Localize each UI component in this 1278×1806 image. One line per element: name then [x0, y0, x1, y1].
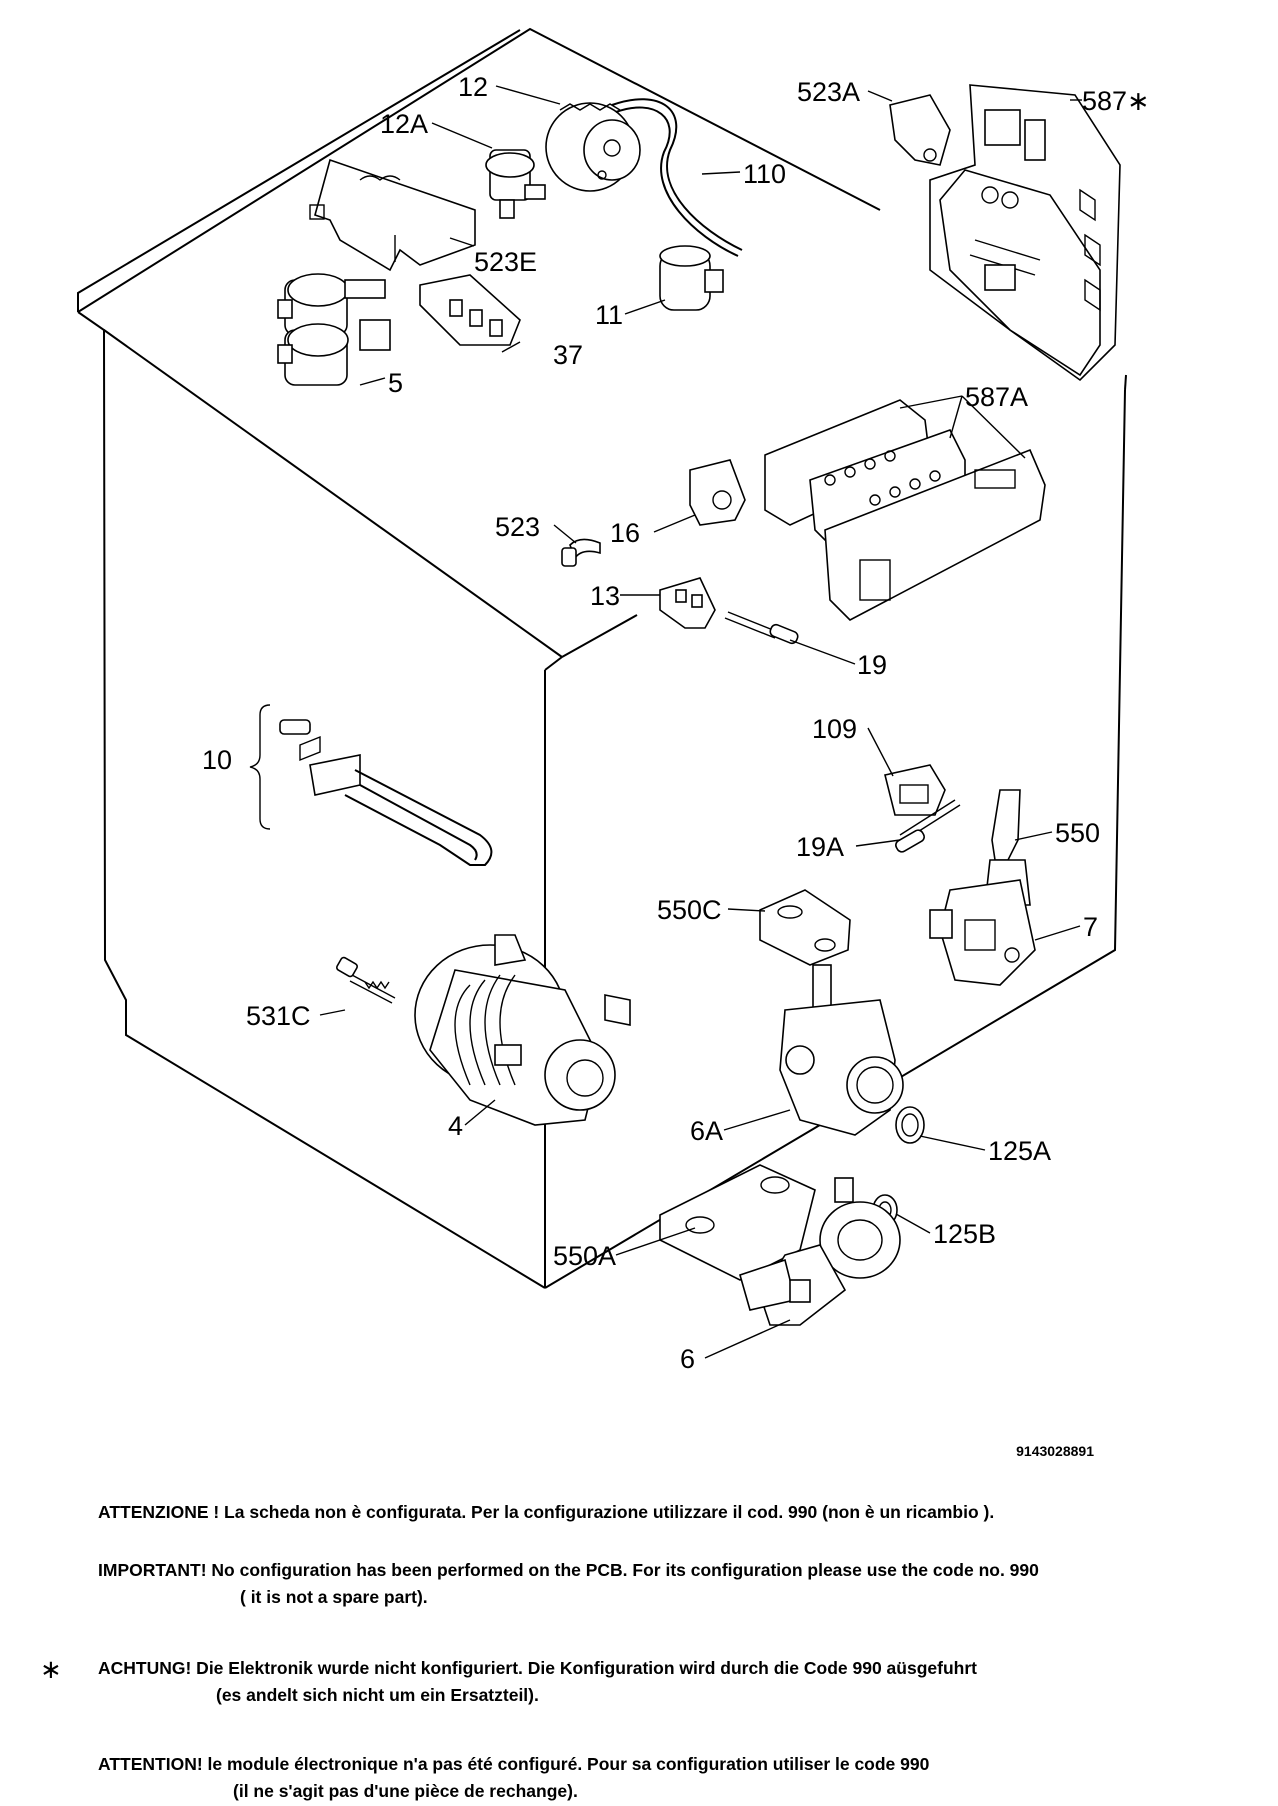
label-125a: 125A: [988, 1136, 1051, 1166]
connector-13: [659, 577, 716, 629]
bolt-531c: [336, 956, 396, 1004]
label-109: 109: [812, 714, 857, 744]
label-12: 12: [458, 72, 488, 102]
note-german-line-2: (es andelt sich nicht um ein Ersatzteil)…: [216, 1685, 539, 1705]
ntc-sensor-19: [724, 611, 799, 645]
note-french: ATTENTION! le module électronique n'a pa…: [98, 1754, 929, 1802]
label-7: 7: [1083, 912, 1098, 942]
note-german: ACHTUNG! Die Elektronik wurde nicht konf…: [98, 1658, 977, 1706]
pressure-sensor-12a: [485, 149, 546, 219]
exploded-parts-diagram: 12 12A 110 523E 11 37 5 523A 587∗ 587A 5…: [77, 27, 1150, 1459]
note-french-line-1: ATTENTION! le module électronique n'a pa…: [98, 1754, 930, 1774]
label-4: 4: [448, 1111, 463, 1141]
gasket-125a: [895, 1106, 925, 1144]
connector-523a: [889, 94, 951, 166]
capacitor-11: [659, 245, 724, 311]
label-11: 11: [595, 300, 623, 330]
note-italian-line: ATTENZIONE ! La scheda non è configurata…: [98, 1502, 995, 1522]
label-523: 523: [495, 512, 540, 542]
label-13: 13: [590, 581, 620, 611]
label-12a: 12A: [380, 109, 428, 139]
label-550a: 550A: [553, 1241, 616, 1271]
cover-550c: [759, 889, 851, 966]
bracket-523e: [309, 158, 476, 272]
label-550c: 550C: [657, 895, 722, 925]
sensor-523: [561, 538, 601, 567]
control-boards-587a: [764, 399, 1046, 621]
heating-element-10: [249, 704, 493, 866]
pressure-switch-12: [545, 102, 641, 192]
water-valve-5: [277, 273, 391, 386]
note-german-line-1: ACHTUNG! Die Elektronik wurde nicht konf…: [98, 1658, 977, 1678]
label-523a: 523A: [797, 77, 860, 107]
note-english-line-2: ( it is not a spare part).: [240, 1587, 428, 1607]
leader-lines: [319, 85, 1082, 1359]
label-19a: 19A: [796, 832, 844, 862]
note-italian: ATTENZIONE ! La scheda non è configurata…: [98, 1502, 994, 1523]
note-english-line-1: IMPORTANT! No configuration has been per…: [98, 1560, 1039, 1580]
hose-110: [611, 98, 743, 257]
label-125b: 125B: [933, 1219, 996, 1249]
drain-pump-6: [739, 1177, 901, 1326]
pump-housing-6a: [779, 964, 904, 1136]
label-6: 6: [680, 1344, 695, 1374]
label-587a: 587A: [965, 382, 1028, 412]
door-lock-7: [929, 879, 1036, 986]
note-english: IMPORTANT! No configuration has been per…: [98, 1560, 1039, 1608]
switch-16: [689, 459, 746, 526]
main-board-587: [929, 84, 1121, 382]
motor-4: [414, 934, 631, 1126]
label-19: 19: [857, 650, 887, 680]
label-16: 16: [610, 518, 640, 548]
drawing-code: 9143028891: [1016, 1443, 1094, 1459]
label-10: 10: [202, 745, 232, 775]
note-french-line-2: (il ne s'agit pas d'une pièce de rechang…: [233, 1781, 578, 1801]
label-587-star: 587∗: [1082, 86, 1150, 116]
label-5: 5: [388, 368, 403, 398]
terminal-block-37: [419, 274, 521, 346]
label-531c: 531C: [246, 1001, 311, 1031]
label-110: 110: [743, 159, 786, 189]
label-37: 37: [553, 340, 583, 370]
label-523e: 523E: [474, 247, 537, 277]
cover-109: [884, 764, 946, 816]
asterisk-marker: ∗: [40, 1654, 62, 1684]
sensor-19a: [895, 799, 961, 853]
label-6a: 6A: [690, 1116, 723, 1146]
configuration-notes: ATTENZIONE ! La scheda non è configurata…: [0, 1478, 1278, 1806]
label-550: 550: [1055, 818, 1100, 848]
part-labels: 12 12A 110 523E 11 37 5 523A 587∗ 587A 5…: [202, 72, 1150, 1459]
